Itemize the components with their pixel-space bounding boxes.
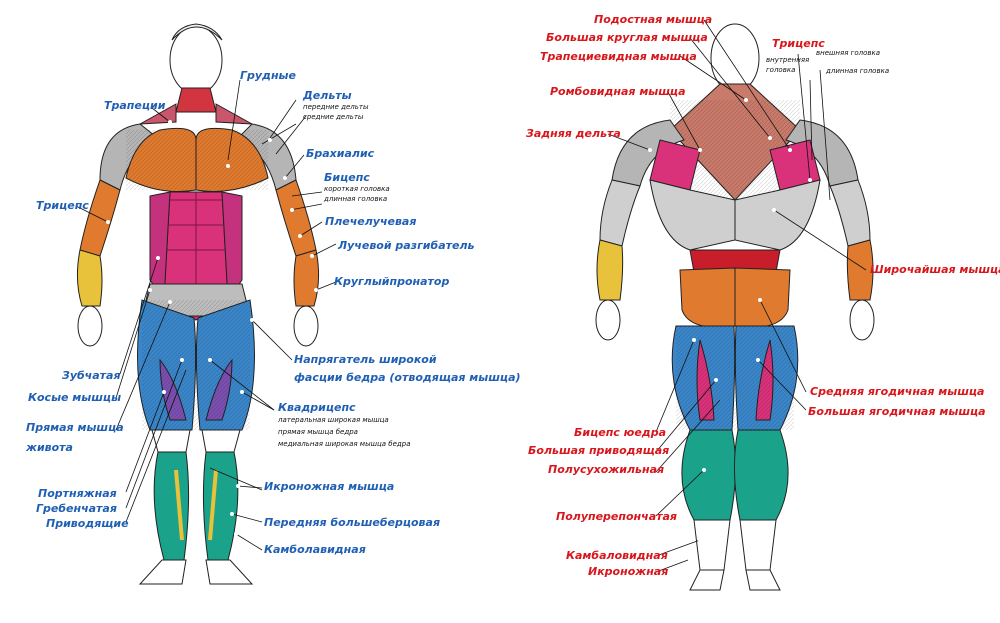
label-front-trapezius: Трапеции	[104, 99, 166, 112]
label-front-quad-rectus: прямая мышца бедра	[278, 428, 358, 436]
front-calf-right	[202, 451, 239, 561]
back-glute-right	[734, 267, 791, 328]
label-front-adductors: Приводящие	[46, 517, 129, 530]
label-back-triceps-inner-1: внутренняя	[766, 56, 810, 64]
label-front-biceps-short: короткая головка	[324, 185, 390, 193]
label-front-gastrocnemius: Икроножная мышца	[264, 480, 395, 493]
label-front-tensor-2: фасции бедра (отводящая мышца)	[294, 371, 521, 384]
label-back-lats: Широчайшая мышца	[870, 263, 1000, 276]
label-back-rhomboid: Ромбовидная мышца	[550, 85, 686, 98]
label-front-triceps: Трицепс	[36, 199, 89, 212]
label-back-rear-delt: Задняя дельта	[526, 127, 621, 140]
back-calf-left	[681, 429, 737, 521]
label-back-gastrocnemius: Икроножная	[588, 565, 669, 578]
label-back-semimembranosus: Полуперепончатая	[556, 510, 677, 523]
label-front-tibialis: Передняя большеберцовая	[264, 516, 441, 529]
label-back-biceps-femoris: Бицепс юедра	[574, 426, 666, 439]
label-front-pectorals: Грудные	[240, 69, 296, 82]
back-lats-right	[734, 179, 821, 251]
label-back-glute-max: Большая ягодичная мышца	[808, 405, 986, 418]
label-front-sartorius: Портняжная	[38, 487, 117, 500]
label-front-obliques: Косые мышцы	[28, 391, 122, 404]
front-figure	[76, 23, 320, 585]
label-front-serratus: Зубчатая	[62, 369, 121, 382]
label-front-soleus: Камболавидная	[264, 543, 366, 556]
back-calf-right	[733, 429, 789, 521]
marker-dots	[106, 98, 812, 542]
label-front-radial-extensor: Лучевой разгибатель	[338, 239, 475, 252]
label-front-biceps: Бицепс	[324, 171, 370, 184]
label-front-brachialis: Брахиалис	[306, 147, 375, 160]
back-figure	[595, 23, 875, 591]
label-front-rectus-2: живота	[26, 441, 73, 454]
back-glute-left	[679, 267, 736, 328]
front-head	[169, 25, 223, 95]
label-back-triceps-long: длинная головка	[826, 67, 890, 75]
label-front-deltoids-middle: средние дельты	[303, 113, 364, 121]
label-front-quad-medial: медиальная широкая мышца бедра	[278, 440, 411, 448]
label-front-quad-lateral: латеральная широкая мышца	[278, 416, 389, 424]
label-front-deltoids: Дельты	[303, 89, 352, 102]
label-back-semitendinosus: Полусухожильная	[548, 463, 665, 476]
front-calf-left	[153, 451, 190, 561]
label-back-teres-major: Большая круглая мышца	[546, 31, 708, 44]
label-front-pronator: Круглыйпронатор	[334, 275, 450, 288]
label-back-adductor-magnus: Большая приводящая	[528, 444, 670, 457]
label-back-triceps-outer: внешняя головка	[816, 49, 880, 57]
label-back-triceps: Трицепс	[772, 37, 825, 50]
label-back-infraspinatus: Подостная мышца	[594, 13, 713, 26]
label-front-biceps-long: длинная головка	[324, 195, 388, 203]
leader-lines	[75, 19, 867, 573]
label-back-triceps-inner-2: головка	[766, 66, 796, 74]
label-front-tensor-1: Напрягатель широкой	[294, 353, 437, 366]
label-front-brachioradialis: Плечелучевая	[325, 215, 417, 228]
label-back-glute-med: Средняя ягодичная мышца	[810, 385, 985, 398]
label-front-deltoids-front: передние дельты	[303, 103, 369, 111]
label-front-pectineus: Гребенчатая	[36, 502, 117, 515]
label-back-soleus: Камбаловидная	[566, 549, 668, 562]
label-back-trapezius: Трапециевидная мышца	[540, 50, 697, 63]
label-front-quadriceps: Квадрицепс	[278, 401, 356, 414]
label-front-rectus-1: Прямая мышца	[26, 421, 124, 434]
